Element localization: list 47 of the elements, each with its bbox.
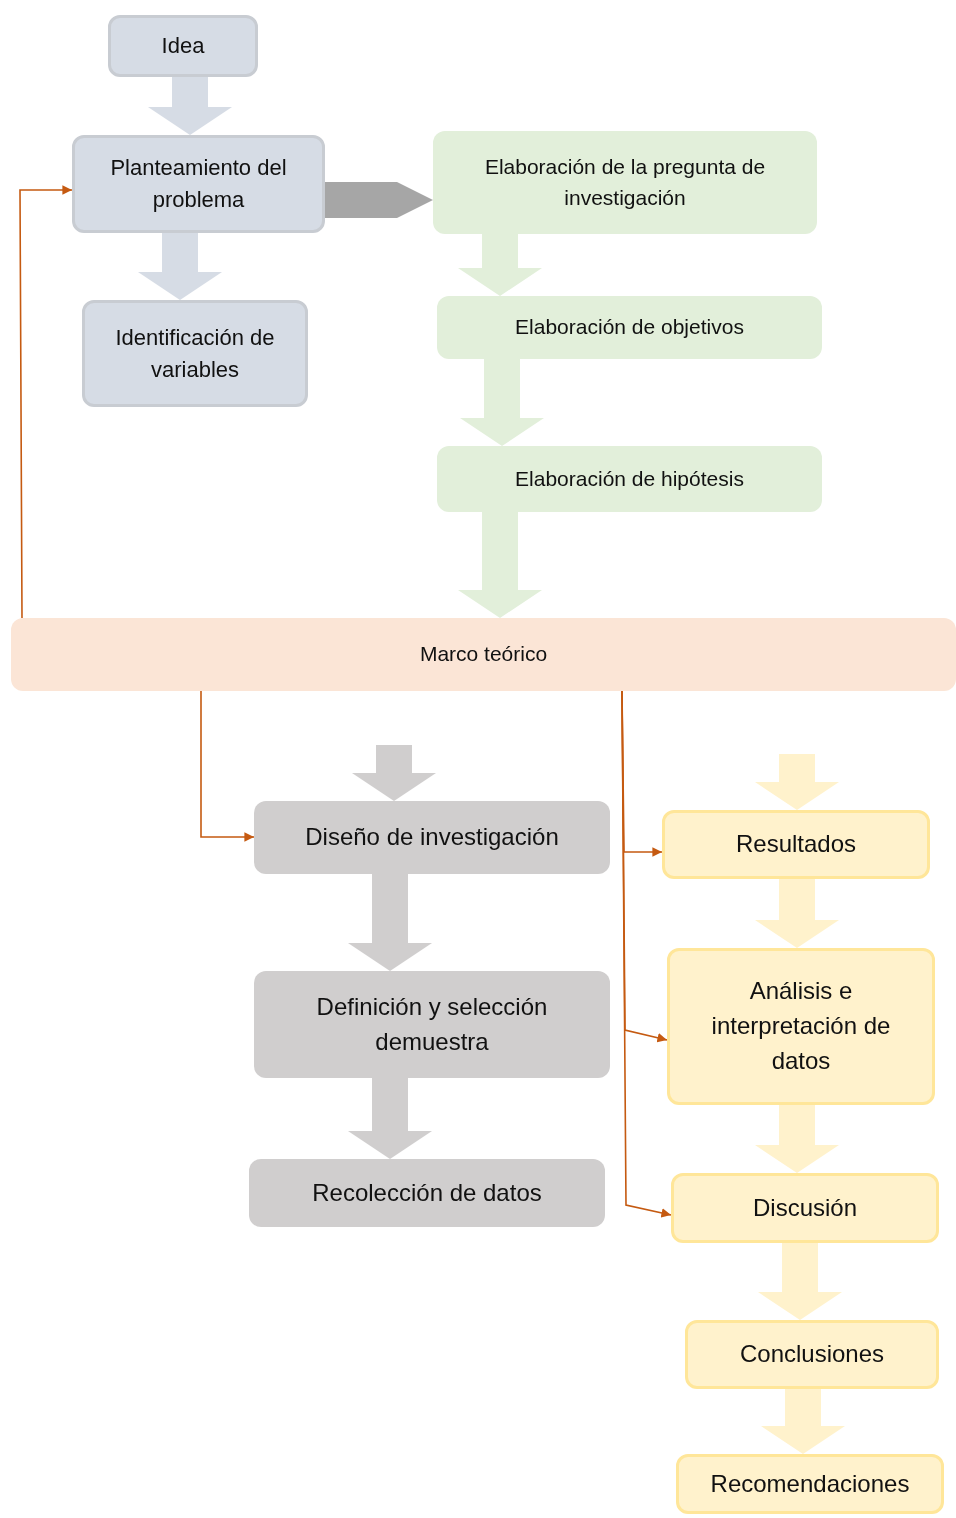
block-arrow [460, 359, 544, 446]
node-label: Marco teórico [419, 641, 548, 668]
connector-arrow [200, 690, 255, 842]
process-box [437, 446, 822, 512]
block-arrow [761, 1389, 845, 1454]
block-arrow [348, 1078, 432, 1159]
node-label: Recolección de datos [312, 1177, 542, 1208]
connector-arrow [19, 185, 73, 619]
node-label: Análisis e interpretación de datos [710, 976, 892, 1076]
node-label: Elaboración de hipótesis [515, 465, 744, 492]
process-box [433, 131, 817, 234]
connector-arrow [621, 690, 672, 1218]
process-box [671, 1173, 939, 1243]
process-box [437, 296, 822, 359]
process-box [662, 810, 930, 879]
block-arrow [148, 77, 232, 135]
block-arrow [755, 879, 839, 948]
node-label: Conclusiones [739, 1339, 885, 1370]
node-label: Recomendaciones [710, 1468, 910, 1499]
block-arrow [138, 233, 222, 300]
node-label: Elaboración de la pregunta de investigación [483, 154, 767, 211]
process-box [254, 971, 610, 1078]
process-box [108, 15, 258, 77]
block-arrow [458, 234, 542, 296]
node-label: Elaboración de objetivos [515, 314, 744, 341]
process-box [72, 135, 325, 233]
node-label: Definición y selección demuestra [315, 991, 549, 1057]
block-arrow [352, 745, 436, 801]
block-arrow [325, 182, 433, 218]
node-label: Diseño de investigación [305, 822, 559, 853]
block-arrow [755, 1105, 839, 1173]
process-box [676, 1454, 944, 1514]
process-box [82, 300, 308, 407]
node-label: Resultados [735, 829, 857, 860]
node-label: Identificación de variables [114, 323, 276, 384]
process-box [249, 1159, 605, 1227]
process-box [254, 801, 610, 874]
block-arrow [755, 754, 839, 810]
process-box [667, 948, 935, 1105]
node-label: Planteamiento del problema [109, 154, 288, 214]
node-label: Discusión [752, 1192, 857, 1223]
block-arrow [758, 1243, 842, 1320]
band [11, 618, 956, 691]
block-arrow [458, 512, 542, 618]
block-arrow [348, 874, 432, 971]
node-label: Idea [161, 32, 205, 61]
process-box [685, 1320, 939, 1389]
